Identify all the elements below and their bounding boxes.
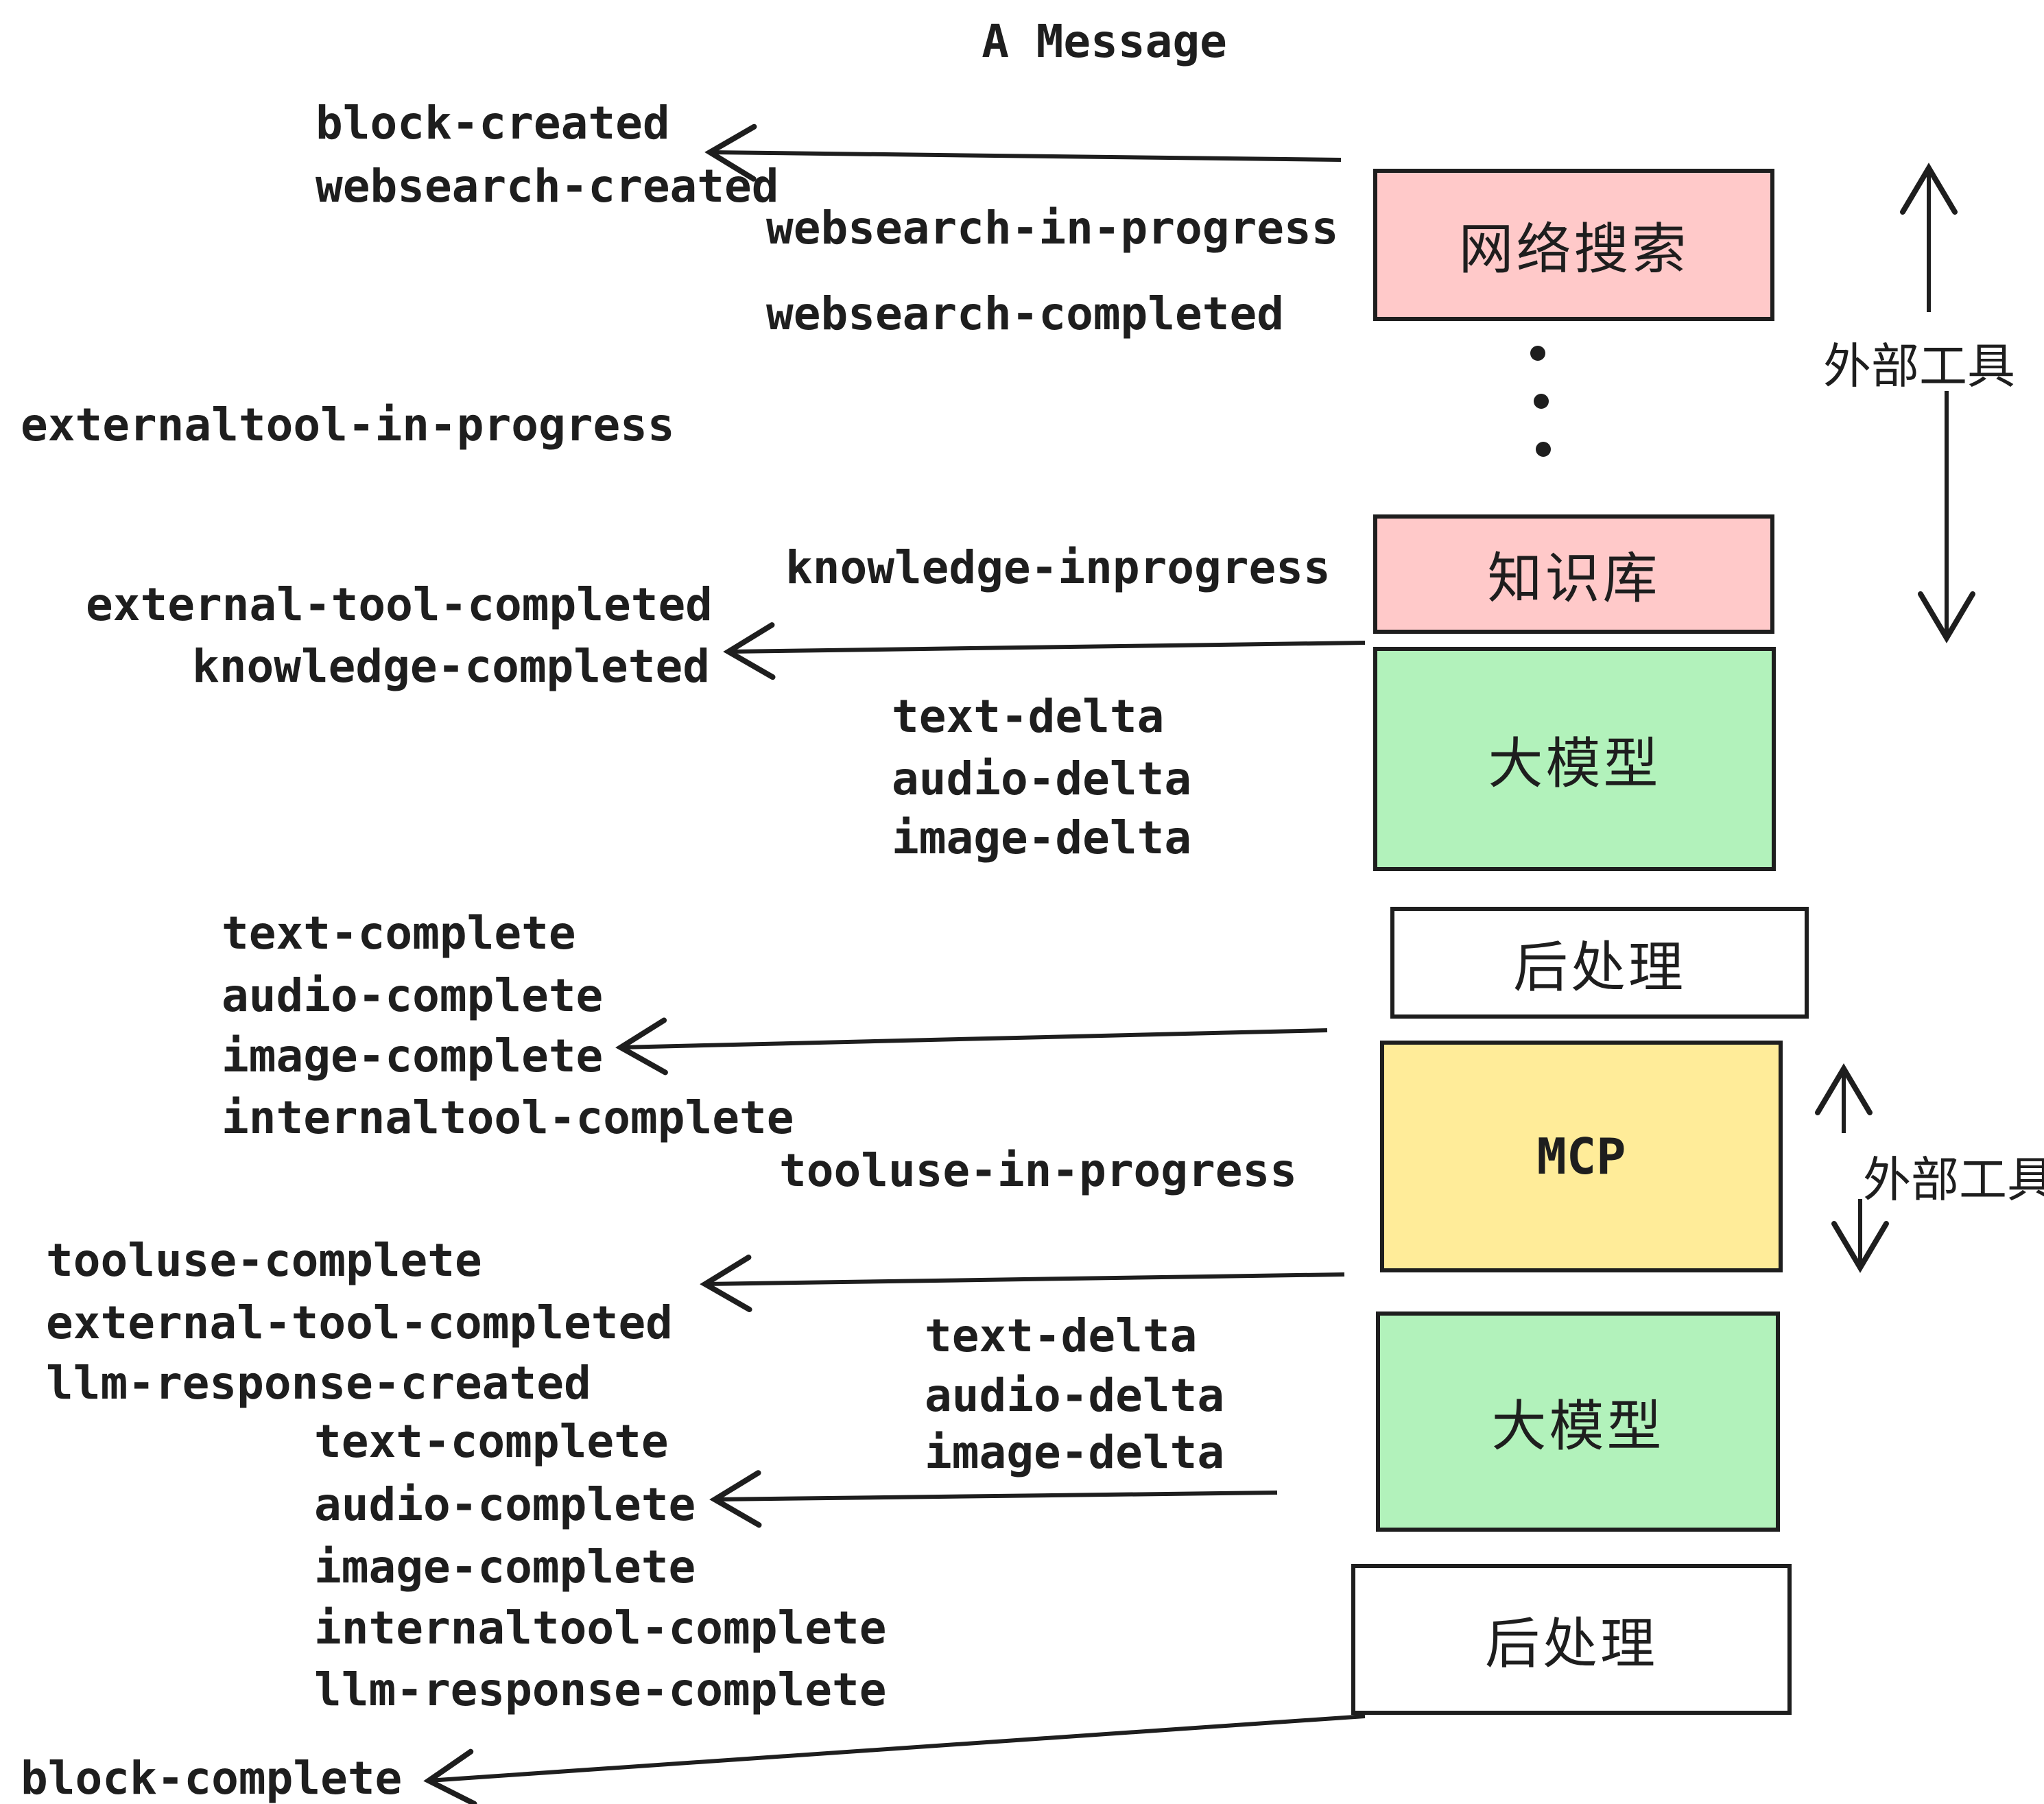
event-externaltool-in-progress: externaltool-in-progress bbox=[21, 399, 675, 451]
event-image-complete-2: image-complete bbox=[314, 1541, 696, 1593]
box-websearch-label: 网络搜索 bbox=[1458, 219, 1689, 280]
event-image-delta-2: image-delta bbox=[925, 1426, 1225, 1479]
diagram-title: A Message bbox=[982, 15, 1227, 68]
box-postprocess-2-label: 后处理 bbox=[1485, 1613, 1658, 1674]
event-websearch-completed: websearch-completed bbox=[766, 287, 1284, 340]
event-llm-response-created: llm-response-created bbox=[46, 1357, 591, 1410]
arrow-mcp-to-tooluse-complete bbox=[700, 1255, 1345, 1313]
ellipsis-dot bbox=[1536, 442, 1551, 457]
arrow-websearch-to-block-created bbox=[704, 123, 1342, 182]
box-mcp-label: MCP bbox=[1536, 1128, 1626, 1185]
arrow-post2-to-block-complete bbox=[423, 1714, 1366, 1804]
event-text-delta-2: text-delta bbox=[925, 1309, 1198, 1362]
event-text-complete-1: text-complete bbox=[222, 907, 576, 960]
event-external-tool-completed-1: external-tool-completed bbox=[86, 578, 713, 631]
box-websearch: 网络搜索 bbox=[1373, 169, 1774, 321]
event-internaltool-complete-1: internaltool-complete bbox=[222, 1091, 794, 1144]
event-audio-complete-1: audio-complete bbox=[222, 969, 604, 1022]
event-block-created: block-created bbox=[316, 97, 670, 150]
event-external-tool-completed-2: external-tool-completed bbox=[46, 1296, 673, 1349]
box-knowledge: 知识库 bbox=[1373, 514, 1774, 634]
event-image-complete-1: image-complete bbox=[222, 1030, 604, 1082]
event-text-delta-1: text-delta bbox=[892, 690, 1165, 743]
event-image-delta-1: image-delta bbox=[892, 811, 1192, 864]
ellipsis-dot bbox=[1534, 394, 1549, 409]
arrow-knowledge-to-knowledge-completed bbox=[723, 622, 1366, 680]
box-llm-1: 大模型 bbox=[1373, 647, 1776, 871]
event-websearch-in-progress: websearch-in-progress bbox=[766, 202, 1339, 254]
event-llm-response-complete: llm-response-complete bbox=[314, 1663, 887, 1716]
box-llm-2: 大模型 bbox=[1376, 1312, 1780, 1532]
event-internaltool-complete-2: internaltool-complete bbox=[314, 1602, 887, 1654]
event-audio-delta-2: audio-delta bbox=[925, 1369, 1225, 1422]
event-tooluse-complete: tooluse-complete bbox=[46, 1234, 482, 1287]
event-websearch-created: websearch-created bbox=[316, 160, 779, 213]
ellipsis-dot bbox=[1530, 346, 1545, 361]
event-block-complete: block-complete bbox=[21, 1752, 403, 1804]
box-postprocess-2: 后处理 bbox=[1351, 1564, 1792, 1715]
event-text-complete-2: text-complete bbox=[314, 1415, 669, 1468]
event-knowledge-inprogress: knowledge-inprogress bbox=[785, 541, 1331, 594]
box-postprocess-1-label: 后处理 bbox=[1513, 936, 1686, 998]
box-knowledge-label: 知识库 bbox=[1487, 548, 1661, 609]
arrow-llm2-to-audio-complete bbox=[709, 1470, 1278, 1528]
event-tooluse-in-progress: tooluse-in-progress bbox=[779, 1144, 1297, 1197]
side-label-external-tool-top: 外部工具 bbox=[1823, 340, 2015, 393]
side-label-external-tool-bottom: 外部工具 bbox=[1863, 1153, 2044, 1207]
event-audio-delta-1: audio-delta bbox=[892, 752, 1192, 805]
box-mcp: MCP bbox=[1380, 1041, 1783, 1272]
box-llm-1-label: 大模型 bbox=[1488, 733, 1661, 794]
event-knowledge-completed: knowledge-completed bbox=[192, 640, 710, 693]
box-llm-2-label: 大模型 bbox=[1491, 1395, 1665, 1457]
box-postprocess-1: 后处理 bbox=[1390, 907, 1809, 1019]
arrow-post1-to-image-complete bbox=[615, 1017, 1328, 1076]
event-audio-complete-2: audio-complete bbox=[314, 1478, 696, 1531]
